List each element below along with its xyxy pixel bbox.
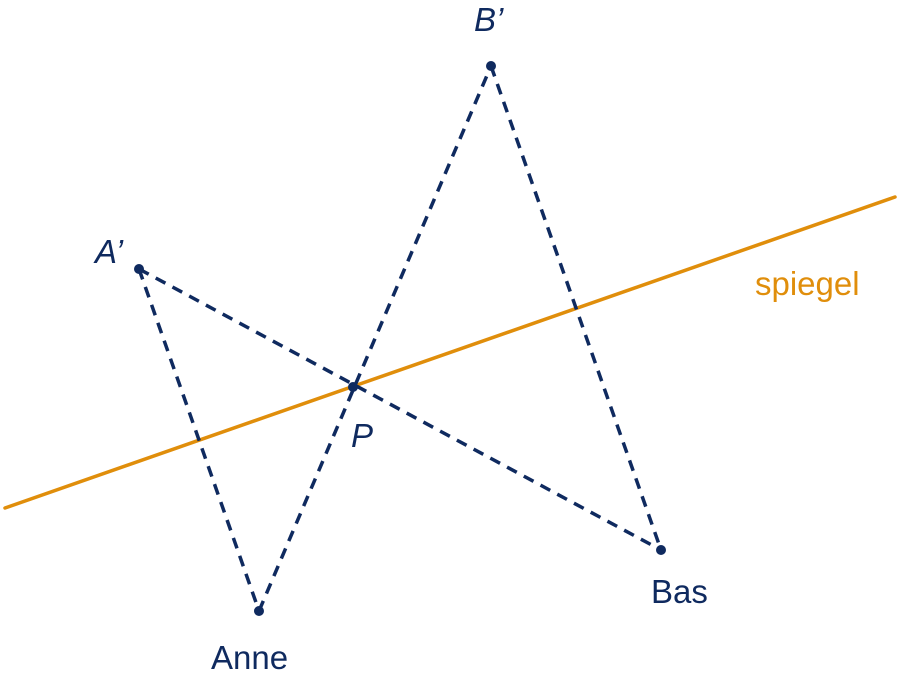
- label-p: P: [351, 417, 373, 454]
- line-a-image-to-bas: [138, 267, 662, 552]
- label-mirror: spiegel: [755, 265, 860, 302]
- label-a-image: A’: [93, 233, 124, 270]
- construction-lines: [137, 65, 663, 612]
- label-bas: Bas: [651, 573, 708, 610]
- mirror-line: [3, 195, 897, 510]
- point-a-image: [134, 264, 144, 274]
- label-anne: Anne: [211, 639, 288, 676]
- line-anne-to-b-image: [257, 65, 493, 612]
- point-bas: [656, 545, 666, 555]
- point-p: [348, 382, 358, 392]
- point-b-image: [486, 61, 496, 71]
- point-anne: [254, 606, 264, 616]
- line-a-image-to-anne: [137, 268, 261, 612]
- label-b-image: B’: [474, 1, 504, 38]
- line-b-image-to-bas: [489, 65, 663, 551]
